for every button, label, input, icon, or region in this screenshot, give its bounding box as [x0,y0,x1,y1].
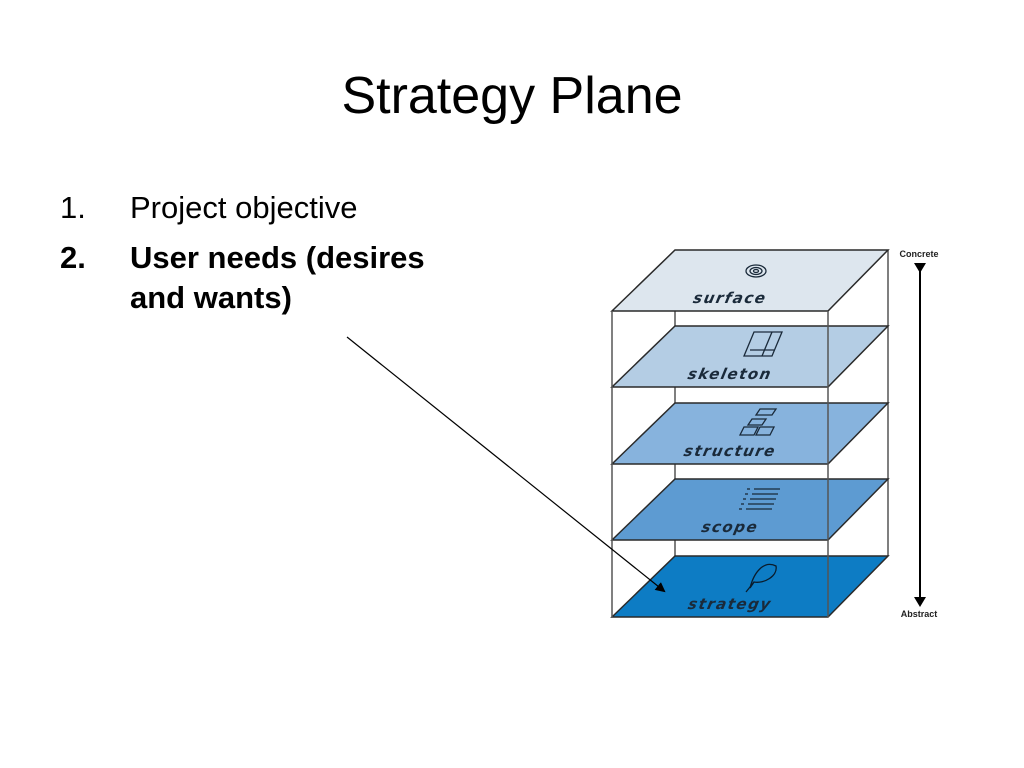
bullet-item-2: 2. User needs (desires and wants) [60,238,480,318]
bullet-list: 1. Project objective 2. User needs (desi… [60,188,480,328]
plane-strategy: strategy [610,555,890,618]
plane-structure: structure [610,402,890,465]
bullet-item-1: 1. Project objective [60,188,480,228]
bullet-text: Project objective [130,190,358,225]
leaf-pen-icon [745,563,777,593]
plane-scope: scope [610,478,890,541]
axis-bottom-label: Abstract [901,609,938,619]
list-lines-icon [739,488,780,510]
plane-label-structure: structure [682,442,778,460]
flowchart-icon [738,408,778,436]
plane-label-strategy: strategy [686,595,773,613]
plane-surface: surface [610,249,890,312]
fingerprint-icon [745,264,767,278]
bullet-number: 2. [60,240,86,275]
plane-label-surface: surface [692,289,769,307]
callout-arrow [346,336,666,593]
plane-label-skeleton: skeleton [686,365,774,383]
stack-front-edges [611,311,829,617]
stack-planes: surface skeleton structure scope strategy [610,249,890,618]
plane-skeleton: skeleton [610,325,890,388]
plane-label-scope: scope [700,518,760,536]
slide-title: Strategy Plane [341,67,683,125]
concrete-abstract-axis: Concrete Abstract [899,249,938,619]
axis-top-label: Concrete [899,249,938,259]
bullet-text: User needs (desires and wants) [130,240,425,315]
bullet-number: 1. [60,190,86,225]
layout-wireframe-icon [743,331,783,357]
